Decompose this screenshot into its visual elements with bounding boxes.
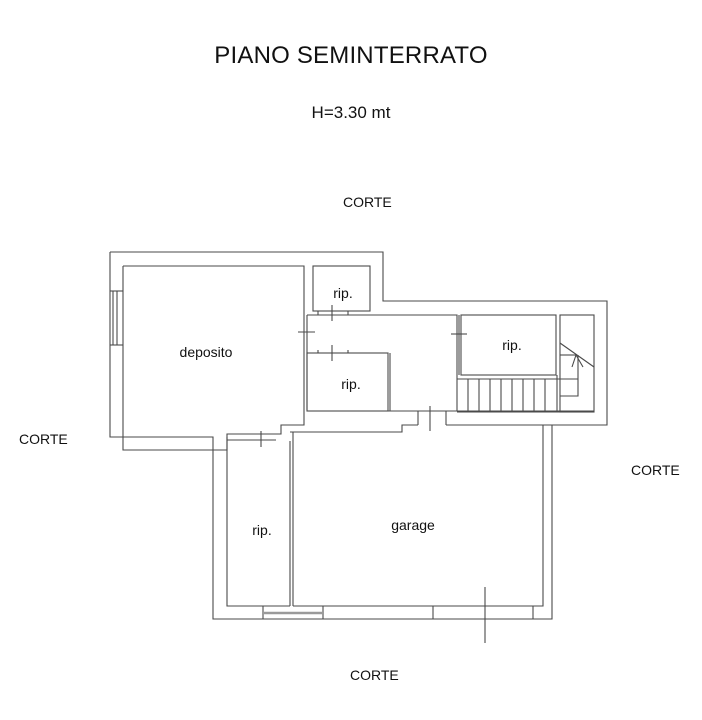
- room-rip-middle: rip.: [341, 376, 361, 392]
- garage-inner-wall: [293, 425, 544, 607]
- room-deposito: deposito: [179, 344, 233, 360]
- deposito-inner-wall: [122, 265, 305, 451]
- room-rip-top-small: rip.: [333, 285, 353, 301]
- rip-right-walls: [460, 314, 557, 376]
- ceiling-height: H=3.30 mt: [311, 103, 391, 122]
- plan-title: PIANO SEMINTERRATO: [214, 42, 488, 69]
- rip-top-small-walls: [312, 265, 371, 312]
- room-rip-bottom-left: rip.: [252, 522, 272, 538]
- room-garage: garage: [391, 517, 435, 533]
- label-corte-north: CORTE: [343, 194, 392, 210]
- label-corte-west: CORTE: [19, 431, 68, 447]
- rip-bottom-left-walls: [226, 437, 290, 607]
- room-rip-right: rip.: [502, 337, 522, 353]
- label-corte-south: CORTE: [350, 667, 399, 683]
- outer-wall: [109, 251, 608, 620]
- label-corte-east: CORTE: [631, 462, 680, 478]
